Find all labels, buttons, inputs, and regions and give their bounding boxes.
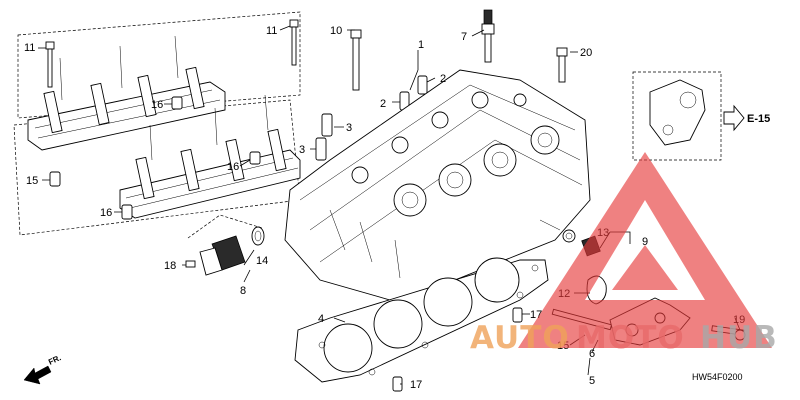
direction-label: FR. [47,353,62,367]
valve-guides-group [315,75,428,161]
callout-17: 17 [410,379,422,391]
svg-text:HUB: HUB [700,320,778,356]
callout-6: 6 [589,348,595,360]
callout-5: 5 [589,375,595,387]
watermark-triangle-icon [518,152,772,348]
callout-14: 14 [256,255,268,267]
solenoid-group [185,214,265,276]
top-bolts-group [350,9,568,91]
reference-inset [632,71,745,161]
watermark-text: AUTO MOTO HUB [470,320,778,356]
callout-8: 8 [240,285,246,297]
callout-11: 11 [24,42,35,54]
callout-16: 16 [100,207,112,219]
callout-labels: 1 2 2 3 3 4 5 6 7 8 9 10 11 11 12 13 14 … [24,25,770,391]
callout-3: 3 [299,144,305,156]
head-gasket [294,257,549,392]
callout-1: 1 [418,39,424,51]
callout-10: 10 [330,25,342,37]
callout-7: 7 [461,31,467,43]
svg-text:AUTO: AUTO [470,320,570,356]
watermark-logo [518,152,772,348]
callout-20: 20 [580,47,592,59]
callout-3: 3 [346,122,352,134]
camshaft-holder-group [13,11,301,236]
callout-16: 16 [227,161,239,173]
reference-arrow-icon [723,104,745,132]
diagram-code: HW54F0200 [692,372,743,382]
reference-label: E-15 [747,113,770,125]
callout-16: 16 [151,99,163,111]
callout-11: 11 [266,25,277,37]
callout-18: 18 [164,260,176,272]
leader-lines [38,25,741,385]
cylinder-head [284,69,591,301]
callout-2: 2 [440,73,446,85]
callout-9: 9 [642,236,648,248]
front-direction-indicator: FR. [23,353,63,385]
callout-15: 15 [26,175,38,187]
callout-4: 4 [318,313,324,325]
direction-arrow-icon [23,365,52,385]
callout-2: 2 [380,98,386,110]
svg-text:MOTO: MOTO [576,320,685,356]
